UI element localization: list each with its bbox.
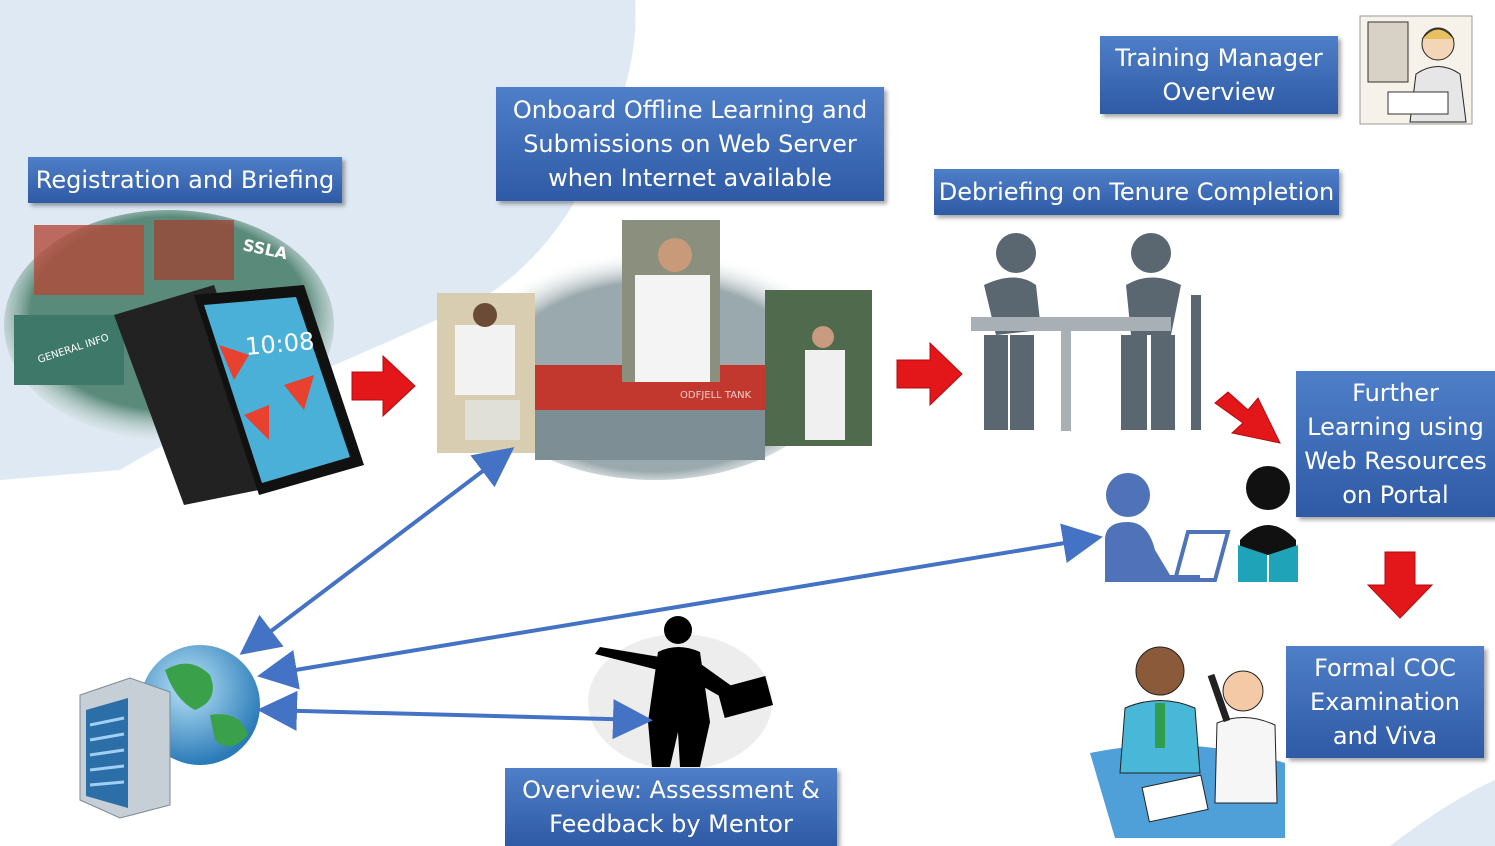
formal-coc-line-2: Examination (1309, 688, 1460, 716)
onboard-line-2: Submissions on Web Server (523, 130, 857, 158)
further-learning-label: Further Learning using Web Resources on … (1296, 371, 1495, 517)
further-learning-line-2: Learning using (1307, 413, 1484, 441)
onboard-learning-label: Onboard Offline Learning and Submissions… (496, 87, 884, 201)
red-arrow-2 (896, 341, 963, 407)
onboard-line-3: when Internet available (548, 164, 832, 192)
onboard-photo-collage: ODFJELL TANK (435, 215, 875, 480)
tablet-clock-text: 10:08 (244, 327, 315, 361)
mentor-line-2: Feedback by Mentor (549, 810, 793, 838)
online-learning-icon (1100, 460, 1300, 588)
training-manager-line-1: Training Manager (1115, 44, 1323, 72)
formal-coc-line-1: Formal COC (1314, 654, 1456, 682)
meeting-icon (966, 225, 1216, 435)
ship-hull-text: ODFJELL TANK (680, 390, 752, 401)
debriefing-label: Debriefing on Tenure Completion (934, 169, 1339, 215)
red-arrow-3 (1214, 391, 1281, 444)
training-manager-line-2: Overview (1162, 78, 1276, 106)
further-learning-line-3: Web Resources (1304, 447, 1487, 475)
connector-server-onboard (239, 447, 515, 655)
debriefing-text: Debriefing on Tenure Completion (938, 178, 1335, 206)
examination-icon (1085, 633, 1290, 841)
connector-server-mentor (257, 690, 653, 740)
onboard-line-1: Onboard Offline Learning and (512, 96, 868, 124)
connector-server-portal (257, 523, 1103, 690)
training-manager-label: Training Manager Overview (1100, 36, 1338, 114)
red-arrow-4 (1366, 551, 1434, 619)
further-learning-line-4: on Portal (1342, 481, 1449, 509)
mentor-line-1: Overview: Assessment & (522, 776, 820, 804)
formal-coc-line-3: and Viva (1332, 722, 1438, 750)
server-globe-icon (70, 640, 265, 820)
mentor-label: Overview: Assessment & Feedback by Mento… (505, 768, 837, 846)
training-manager-icon (1358, 14, 1474, 126)
further-learning-line-1: Further (1352, 379, 1439, 407)
red-arrow-1 (351, 354, 416, 418)
registration-label: Registration and Briefing (28, 157, 342, 203)
registration-text: Registration and Briefing (35, 166, 335, 194)
formal-coc-label: Formal COC Examination and Viva (1286, 646, 1484, 758)
